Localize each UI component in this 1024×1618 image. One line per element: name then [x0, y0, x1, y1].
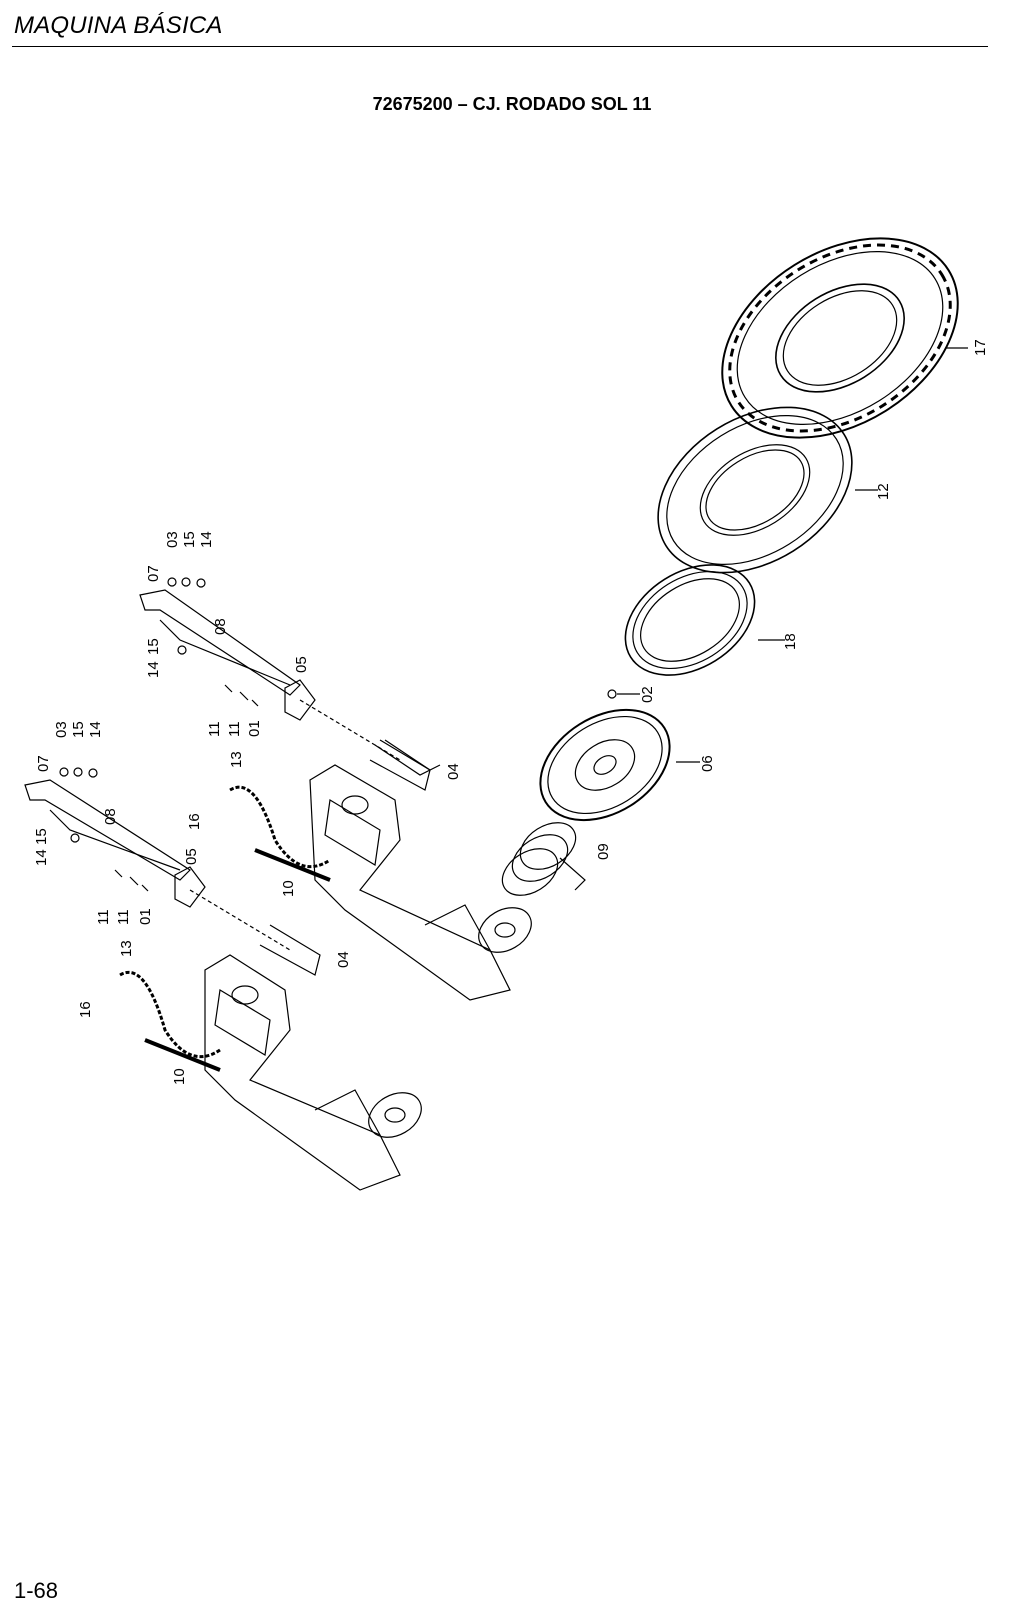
callout-10-upper: 10 — [280, 880, 297, 897]
ring-set-part — [501, 822, 586, 896]
callout-03-upper: 03 — [164, 531, 181, 548]
callout-07-lower: 07 — [35, 755, 52, 772]
upper-bracket-parts — [139, 577, 401, 761]
callout-12: 12 — [875, 483, 892, 500]
callout-11-upper-b: 11 — [226, 721, 243, 737]
tube-part — [657, 406, 853, 574]
callout-16-upper: 16 — [186, 813, 203, 830]
callout-04-upper: 04 — [445, 763, 462, 780]
callout-17: 17 — [972, 339, 989, 356]
section-title: MAQUINA BÁSICA — [14, 12, 223, 39]
callout-15-lower: 15 — [70, 721, 87, 738]
callout-02: 02 — [639, 686, 656, 703]
callout-01-upper: 01 — [246, 720, 263, 737]
callout-01-lower: 01 — [137, 908, 154, 925]
callout-14-upper: 14 — [198, 531, 215, 548]
callout-05-lower: 05 — [183, 848, 200, 865]
tire-part — [721, 237, 959, 439]
header-divider — [12, 46, 988, 47]
callout-15-upper: 15 — [181, 531, 198, 548]
callout-13-lower: 13 — [118, 940, 135, 957]
u-bolt-lower — [259, 924, 321, 976]
callout-13-upper: 13 — [228, 751, 245, 768]
lower-bracket-parts — [24, 767, 291, 951]
callout-10-lower: 10 — [171, 1068, 188, 1085]
callout-16-lower: 16 — [77, 1001, 94, 1018]
callout-11-lower-b: 11 — [115, 909, 132, 925]
callout-06: 06 — [699, 755, 716, 772]
callout-14-lower-left: 14 — [33, 849, 50, 866]
lower-axle-assembly — [119, 954, 422, 1191]
page-number: 1-68 — [14, 1578, 59, 1603]
callout-03-lower: 03 — [53, 721, 70, 738]
u-bolt-upper — [369, 739, 431, 791]
callout-14-upper-left: 14 — [145, 661, 162, 678]
callout-05-upper: 05 — [293, 656, 310, 673]
callout-18: 18 — [782, 633, 799, 650]
drawing-title: 72675200 – CJ. RODADO SOL 11 — [372, 94, 652, 114]
callout-15-lower-left: 15 — [33, 828, 50, 845]
callout-08-lower: 08 — [102, 808, 119, 825]
callout-11-lower-a: 11 — [95, 909, 112, 925]
callout-15-upper-left: 15 — [145, 638, 162, 655]
callout-14-lower: 14 — [87, 721, 104, 738]
callout-07-upper: 07 — [145, 565, 162, 582]
callout-09: 09 — [595, 843, 612, 860]
flap-part — [624, 564, 756, 676]
callout-labels: 17 12 18 02 06 09 07 03 15 14 08 15 14 0… — [33, 339, 989, 1085]
callout-08-upper: 08 — [212, 618, 229, 635]
rim-part — [539, 708, 671, 822]
callout-04-lower: 04 — [335, 951, 352, 968]
upper-axle-assembly — [229, 739, 532, 1001]
callout-11-upper-a: 11 — [206, 721, 223, 737]
